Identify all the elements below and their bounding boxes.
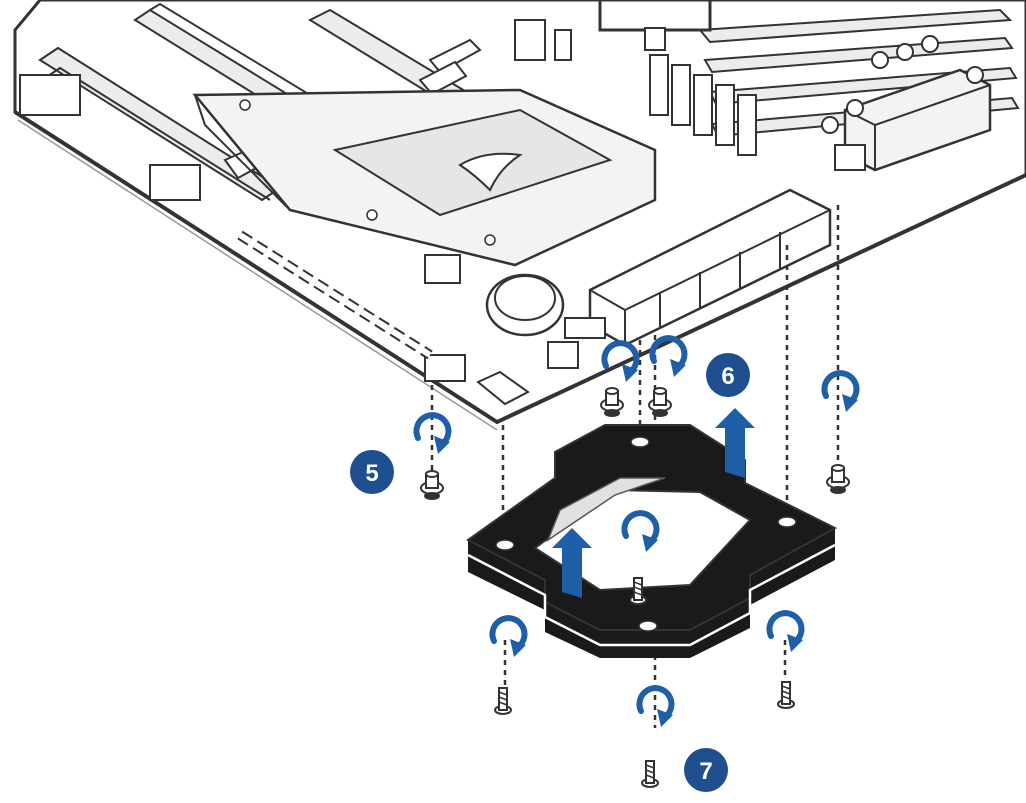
step-badge-7: 7 [684, 748, 728, 792]
chipset-heatsink [192, 88, 657, 267]
cmos-battery [485, 273, 565, 337]
step-badge-5: 5 [350, 450, 394, 494]
vrm-components [598, 0, 757, 156]
step-label-6: 6 [721, 363, 734, 390]
step-badge-6: 6 [706, 353, 750, 397]
step-label-7: 7 [699, 758, 712, 785]
motherboard-illustration [13, 0, 1026, 431]
backplate-mount-holes [495, 436, 797, 632]
step-label-5: 5 [365, 460, 378, 487]
lift-arrow-icon [552, 408, 755, 598]
pcie-slot-x1 [307, 8, 482, 114]
atx-power-connector [834, 68, 992, 172]
board-connectors [19, 19, 984, 406]
